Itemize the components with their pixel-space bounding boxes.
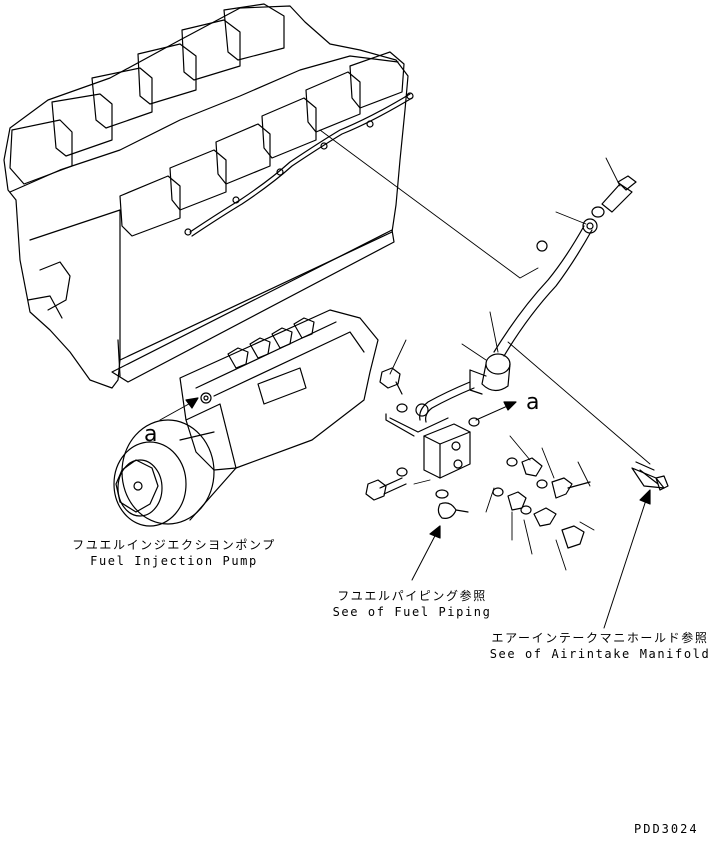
bracket-port-arrow: [475, 401, 517, 421]
fuel-injection-pump-label-en: Fuel Injection Pump: [90, 554, 258, 568]
fuel-piping-reference-label-ja: フユエルパイピング参照: [337, 589, 487, 603]
fuel-injection-pump-label: フユエルインジエクシヨンポンプ Fuel Injection Pump: [72, 537, 276, 569]
airintake-manifold-reference-label-en: See of Airintake Manifold: [489, 647, 711, 661]
pump-callout-a: a: [144, 422, 158, 447]
airintake-manifold-reference-label-ja: エアーインテークマニホールド参照: [491, 631, 709, 645]
engine-block: [3, 3, 414, 389]
fuel-piping-reference-label-en: See of Fuel Piping: [332, 605, 492, 619]
fuel-injection-pump-label-ja: フユエルインジエクシヨンポンプ: [72, 538, 276, 552]
airintake-manifold-arrow: [603, 489, 651, 629]
pipe-assembly: [365, 175, 669, 549]
callout-leaders: [389, 157, 621, 571]
engine-leader-line: [319, 129, 539, 279]
drawing-code: PDD3024: [634, 822, 699, 836]
bracket-callout-a: a: [526, 390, 540, 415]
airintake-manifold-reference-label: エアーインテークマニホールド参照 See of Airintake Manifo…: [478, 630, 722, 662]
pump-port-arrow: [159, 397, 199, 421]
fuel-piping-reference-label: フユエルパイピング参照 See of Fuel Piping: [324, 588, 500, 620]
fuel-injection-pump: [113, 309, 379, 527]
fuel-piping-arrow: [411, 525, 441, 581]
